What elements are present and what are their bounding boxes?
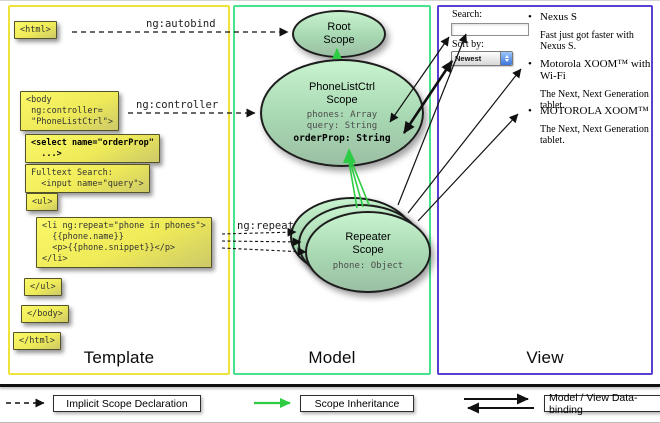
dropdown-stepper-icon [500,52,512,65]
item-desc: The Next, Next Generation tablet. [540,124,649,146]
search-input[interactable] [451,23,529,36]
ng-controller-label: ng:controller [136,99,219,111]
phonelistctrl-line1: PhoneListCtrl [308,80,376,93]
item-desc: Fast just got faster with Nexus S. [540,30,634,52]
root-scope-line2: Scope [323,34,355,46]
phonelistctrl-scope-ellipse: PhoneListCtrl Scope phones: Array query:… [260,59,424,167]
phonelistctrl-prop-query: query: String [306,121,378,132]
search-label: Search: [452,9,482,20]
code-box-ul-open: <ul> [26,193,59,212]
sort-by-label: Sort by: [452,39,484,50]
ng-autobind-label: ng:autobind [146,18,216,30]
repeater-scope-line2: Scope [352,244,384,257]
code-box-body-open: <body ng:controller= "PhoneListCtrl"> [20,91,119,132]
root-scope-line1: Root [327,21,351,34]
code-box-fulltext-search: Fulltext Search: <input name="query"> [25,164,150,194]
item-desc: The Next, Next Generation tablet. [540,89,649,111]
code-box-html-close: </html> [13,332,61,351]
item-name: MOTOROLA XOOM™ [540,105,649,117]
repeater-scope-ellipse-front: Repeater Scope phone: Object [305,211,431,293]
legend-implicit-scope-declaration: Implicit Scope Declaration [53,395,201,412]
legend-separator [0,384,660,387]
ng-repeat-label: ng:repeat [237,220,294,232]
model-panel-title: Model [308,348,356,367]
sort-dropdown[interactable]: Newest [451,51,513,66]
list-bullet: • [528,105,532,117]
list-bullet: • [528,11,532,23]
phonelistctrl-prop-phones: phones: Array [306,109,378,120]
code-box-body-close: </body> [21,305,69,324]
list-item-motorola-xoom-wifi: Motorola XOOM™ with Wi-Fi The Next, Next… [540,58,660,111]
repeater-scope-prop-phone: phone: Object [332,261,404,272]
item-name: Nexus S [540,11,577,23]
list-item-motorola-xoom: MOTOROLA XOOM™ The Next, Next Generation… [540,105,660,146]
list-item-nexus-s: Nexus S Fast just got faster with Nexus … [540,11,660,52]
template-panel-title: Template [83,348,155,367]
legend-model-view-data-binding: Model / View Data-binding [544,392,660,416]
root-scope-ellipse: Root Scope [292,10,386,58]
code-box-ul-close: </ul> [24,278,62,297]
view-panel-title: View [526,348,564,367]
legend-double-arrow-icon [464,393,534,414]
repeater-scope-line1: Repeater [345,231,391,244]
code-box-select: <select name="orderProp" ...> [25,134,160,164]
phonelistctrl-prop-orderprop: orderProp: String [293,132,391,144]
code-box-html-open: <html> [14,21,57,40]
item-name: Motorola XOOM™ with Wi-Fi [540,58,651,82]
code-box-li-repeat: <li ng:repeat="phone in phones"> {{phone… [36,217,212,269]
sort-dropdown-value: Newest [455,54,482,63]
list-bullet: • [528,58,532,70]
legend-scope-inheritance: Scope Inheritance [300,395,414,412]
phonelistctrl-line2: Scope [326,93,358,106]
